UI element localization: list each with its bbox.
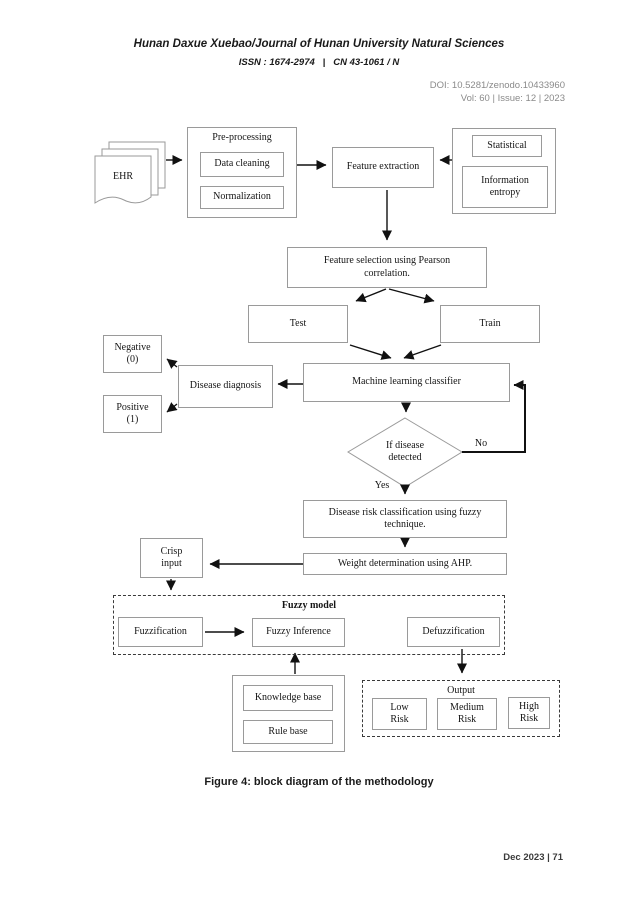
- feature-extraction-box: Feature extraction: [332, 147, 434, 188]
- decision-label: If disease detected: [385, 439, 425, 464]
- feature-methods-container: [452, 128, 556, 214]
- fuzzy-inference-box: Fuzzy Inference: [252, 618, 345, 647]
- test-box: Test: [248, 305, 348, 343]
- page-footer: Dec 2023 | 71: [503, 852, 563, 863]
- vol-issue-line: Vol: 60 | Issue: 12 | 2023: [460, 92, 565, 104]
- yes-label: Yes: [374, 479, 390, 491]
- doi-line: DOI: 10.5281/zenodo.10433960: [429, 80, 565, 91]
- knowledge-base-container: [232, 675, 345, 752]
- disease-diagnosis-box: Disease diagnosis: [178, 365, 273, 408]
- ehr-document-stack-icon: [94, 141, 166, 204]
- crisp-input-box: Crisp input: [140, 538, 203, 578]
- normalization-box: Normalization: [200, 186, 284, 209]
- fuzzy-model-container: Fuzzy model: [113, 595, 505, 655]
- no-label: No: [474, 437, 488, 449]
- fuzzification-box: Fuzzification: [118, 617, 203, 647]
- low-risk-box: Low Risk: [372, 698, 427, 730]
- issn-line: ISSN : 1674-2974 | CN 43-1061 / N: [238, 57, 400, 68]
- weight-determination-box: Weight determination using AHP.: [303, 553, 507, 575]
- medium-risk-box: Medium Risk: [437, 698, 497, 730]
- information-entropy-box: Information entropy: [462, 166, 548, 208]
- negative-box: Negative (0): [103, 335, 162, 373]
- train-box: Train: [440, 305, 540, 343]
- rule-base-box: Rule base: [243, 720, 333, 744]
- high-risk-box: High Risk: [508, 697, 550, 729]
- journal-title: Hunan Daxue Xuebao/Journal of Hunan Univ…: [133, 38, 505, 50]
- diagram-arrows: [166, 155, 526, 674]
- output-container: Output: [362, 680, 560, 737]
- preprocessing-title: Pre-processing: [212, 132, 272, 143]
- feature-selection-box: Feature selection using Pearson correlat…: [287, 247, 487, 288]
- statistical-box: Statistical: [472, 135, 542, 157]
- figure-caption: Figure 4: block diagram of the methodolo…: [204, 776, 434, 788]
- fuzzy-model-title: Fuzzy model: [281, 600, 337, 611]
- ml-classifier-box: Machine learning classifier: [303, 363, 510, 402]
- ehr-label: EHR: [113, 170, 133, 182]
- positive-box: Positive (1): [103, 395, 162, 433]
- knowledge-base-box: Knowledge base: [243, 685, 333, 711]
- disease-risk-box: Disease risk classification using fuzzy …: [303, 500, 507, 538]
- data-cleaning-box: Data cleaning: [200, 152, 284, 177]
- defuzzification-box: Defuzzification: [407, 617, 500, 647]
- preprocessing-container: Pre-processing: [187, 127, 297, 218]
- doi-block: DOI: 10.5281/zenodo.10433960 Vol: 60 | I…: [430, 80, 565, 105]
- output-title: Output: [447, 685, 475, 696]
